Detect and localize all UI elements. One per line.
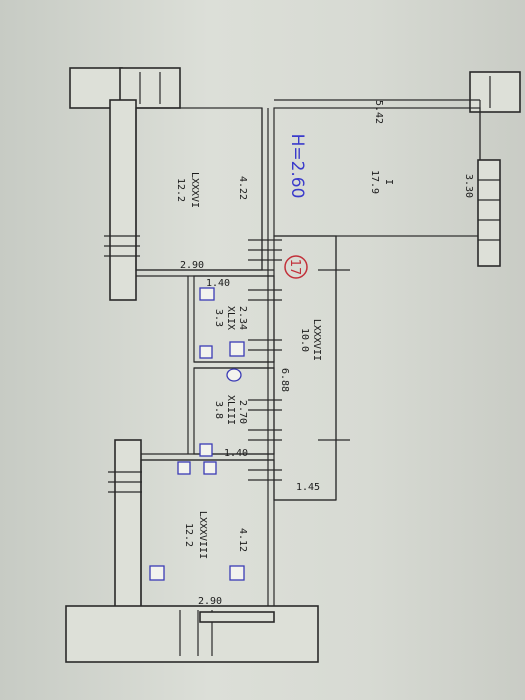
room-lxxxvi-id: LXXXVI (189, 172, 200, 208)
dim-corridor-end: 1.45 (296, 482, 320, 493)
dim-xliii-width: 1.40 (224, 448, 248, 459)
right-window (477, 159, 501, 267)
room-labels: I 17.9 LXXXVI 12.2 LXXXVII 10.0 XLIX 3.3… (175, 170, 394, 559)
room-i-area: 17.9 (369, 170, 380, 194)
dim-xliii-length: 2.70 (237, 400, 248, 424)
left-windows (104, 235, 142, 493)
room-lxxxvii-id: LXXXVII (311, 319, 322, 361)
bottom-wall-stub (65, 605, 319, 663)
radiator-symbol-4 (229, 565, 245, 581)
dim-room-lxxxvi-length: 4.22 (237, 176, 248, 200)
boiler-symbol (229, 341, 245, 357)
partition-hatch-marks (248, 239, 350, 481)
room-xliii-id: XLIII (225, 395, 236, 425)
bathroom-sink-symbol (199, 443, 213, 457)
height-note: H=2.60 (287, 134, 307, 199)
dim-room-i-length: 3.30 (463, 174, 474, 198)
apartment-number: 17 (287, 259, 302, 276)
dim-room-lxxxvi-width: 2.90 (180, 260, 204, 271)
room-xlix-id: XLIX (225, 306, 236, 330)
dim-room-lxxxviii-width: 2.90 (198, 596, 222, 607)
top-right-wall-stub (469, 71, 521, 113)
room-lxxxvii-area: 10.0 (299, 328, 310, 352)
room-i-id: I (383, 179, 394, 185)
apartment-number-stamp: 17 (284, 255, 308, 279)
dimension-labels: 5.42 3.30 4.22 2.90 1.40 2.34 6.88 2.70 … (180, 100, 474, 607)
fixture-symbols (149, 287, 245, 581)
room-lxxxvi-area: 12.2 (175, 178, 186, 202)
room-lxxxviii-id: LXXXVIII (197, 511, 208, 559)
room-xliii-area: 3.8 (213, 401, 224, 419)
left-outer-wall-upper (109, 99, 137, 301)
dim-room-i-width: 5.42 (373, 100, 384, 124)
dim-xlix-length: 2.34 (237, 306, 248, 330)
radiator-symbol-2 (203, 461, 217, 475)
room-xlix-area: 3.3 (213, 309, 224, 327)
dim-room-lxxxviii-length: 4.12 (237, 528, 248, 552)
dim-xlix-width: 1.40 (206, 278, 230, 289)
room-lxxxviii-area: 12.2 (183, 523, 194, 547)
sink-symbol (199, 345, 213, 359)
toilet-symbol (199, 287, 215, 301)
dim-corridor-length: 6.88 (279, 368, 290, 392)
bath-drain-symbol (226, 368, 242, 382)
radiator-symbol-1 (177, 461, 191, 475)
radiator-symbol-3 (149, 565, 165, 581)
left-outer-wall-lower (114, 439, 142, 616)
